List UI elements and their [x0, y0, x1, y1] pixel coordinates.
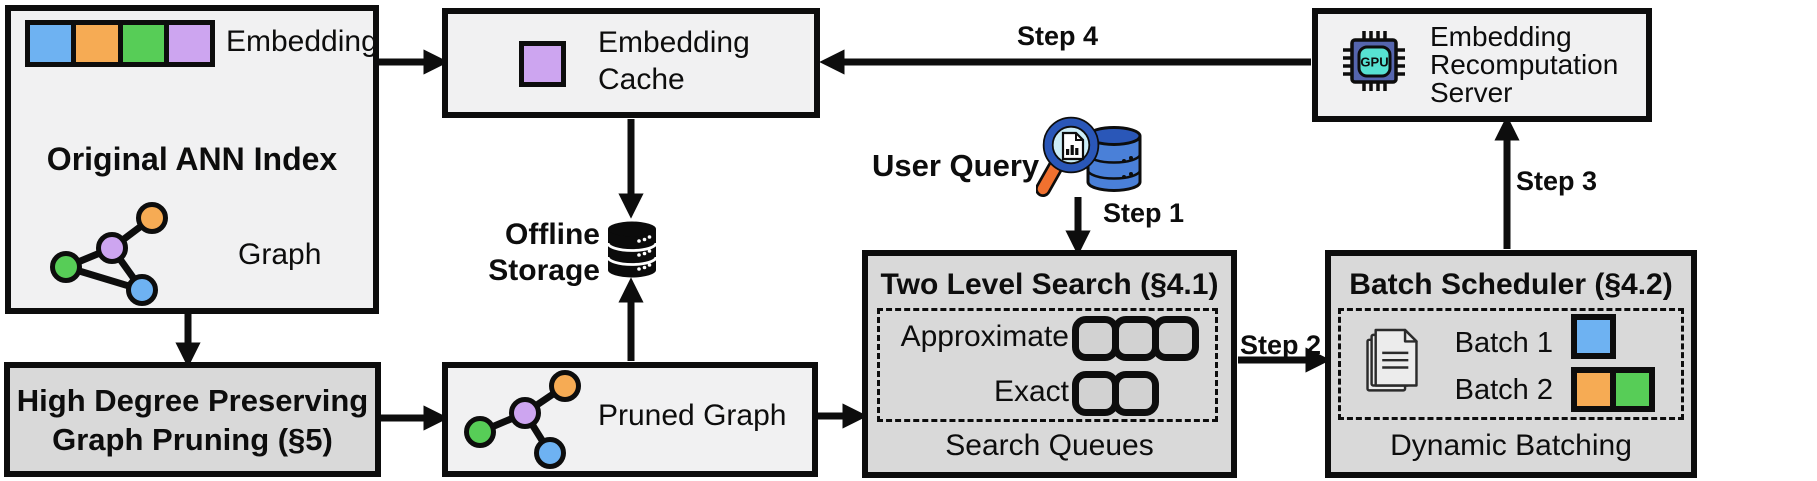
dynamic-batching-panel: Batch 1 Batch 2	[1338, 308, 1684, 420]
recompute-server-label-line2: Recomputation	[1430, 49, 1619, 80]
two-level-search-title: Two Level Search (§4.1)	[880, 268, 1219, 301]
two-level-search-box: Two Level Search (§4.1) Approximate Exac…	[862, 250, 1237, 478]
batch-embedding-square	[1571, 314, 1616, 359]
embedding-vector-strip	[25, 20, 215, 67]
magnifier-handle	[1037, 160, 1062, 195]
queue-slot	[1072, 371, 1119, 416]
batch-scheduler-box: Batch Scheduler (§4.2) Batch 1 Batch 2	[1325, 250, 1697, 478]
pruned-graph-label: Pruned Graph	[598, 399, 787, 432]
recompute-server-label-line3: Server	[1430, 77, 1513, 108]
offline-storage-database-icon	[606, 221, 658, 278]
approximate-label: Approximate	[900, 320, 1069, 353]
ann-index-title: Original ANN Index	[46, 141, 338, 177]
offline-storage-label-line1: Offline	[505, 218, 600, 251]
exact-queues	[1072, 371, 1159, 416]
gpu-text: GPU	[1360, 55, 1388, 70]
pruned-graph-icon	[464, 370, 581, 469]
queue-slot	[1152, 316, 1199, 361]
embedding-cell	[122, 25, 169, 62]
user-query-icon	[1036, 116, 1142, 197]
embedding-cell	[30, 25, 77, 62]
exact-label: Exact	[993, 375, 1069, 408]
batch-scheduler-title: Batch Scheduler (§4.2)	[1349, 268, 1673, 301]
batch1-embeddings	[1571, 314, 1616, 359]
embedding-cache-label-line2: Cache	[598, 63, 685, 96]
approximate-queues	[1072, 316, 1199, 361]
embedding-cache-label-line1: Embedding	[598, 26, 750, 59]
dynamic-batching-caption: Dynamic Batching	[1390, 429, 1632, 462]
queue-slot	[1072, 316, 1119, 361]
step4-label: Step 4	[1017, 21, 1099, 51]
search-queues-panel: Approximate Exact	[877, 308, 1218, 422]
batch-embedding-square	[1610, 367, 1655, 412]
original-graph-icon	[50, 202, 168, 306]
recompute-server-label-line1: Embedding	[1430, 21, 1572, 52]
magnifier-ring	[1044, 118, 1098, 172]
batch1-label: Batch 1	[1454, 327, 1553, 359]
embedding-cell	[76, 25, 123, 62]
embedding-label: Embedding	[226, 25, 378, 58]
pruned-graph-box: Pruned Graph	[442, 362, 818, 477]
gpu-chip-icon: GPU	[1343, 31, 1405, 91]
query-batch-documents-icon	[1366, 328, 1418, 392]
step1-label: Step 1	[1103, 198, 1185, 228]
queue-slot	[1112, 371, 1159, 416]
graph-pruning-title-line1: High Degree Preserving	[16, 382, 369, 418]
original-ann-index-box: Embedding Original ANN Index Graph	[5, 5, 379, 314]
search-queues-caption: Search Queues	[945, 429, 1154, 462]
offline-storage-label-line2: Storage	[488, 254, 600, 287]
graph-label: Graph	[238, 238, 322, 271]
embedding-cache-box: Embedding Cache	[442, 8, 820, 118]
graph-pruning-title-line2: Graph Pruning (§5)	[52, 421, 333, 457]
step3-label: Step 3	[1516, 166, 1598, 196]
graph-pruning-box: High Degree Preserving Graph Pruning (§5…	[4, 362, 381, 477]
batch2-embeddings	[1571, 367, 1655, 412]
embedding-cell	[168, 25, 210, 62]
batch2-label: Batch 2	[1454, 374, 1553, 406]
recomputation-server-box: GPU Embedding Recomputation Server	[1312, 8, 1652, 122]
step2-label: Step 2	[1240, 330, 1322, 360]
user-query-label: User Query	[872, 148, 1040, 183]
cached-embedding-square	[519, 41, 566, 87]
batch-embedding-square	[1571, 367, 1616, 412]
